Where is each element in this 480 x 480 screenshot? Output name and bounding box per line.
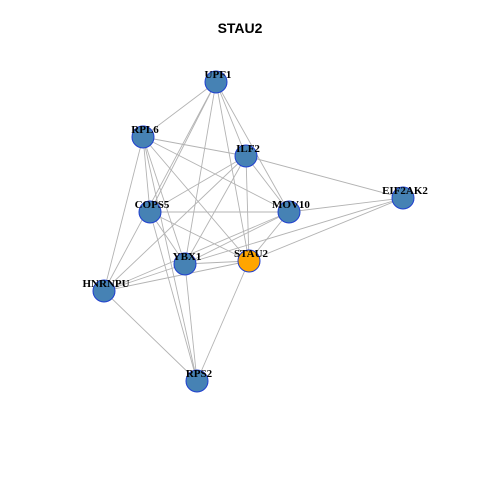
edge-upf1-rpl6	[142, 81, 217, 138]
node-upf1[interactable]	[204, 70, 228, 94]
node-layer	[92, 70, 415, 393]
node-cops5[interactable]	[138, 200, 162, 224]
edge-ybx1-hnrnpu	[103, 263, 186, 292]
edge-hnrnpu-rps2	[103, 290, 198, 382]
edge-ybx1-rps2	[184, 263, 198, 382]
edge-rpl6-mov10	[142, 136, 290, 213]
node-eif2ak2[interactable]	[391, 186, 415, 210]
edge-ilf2-hnrnpu	[103, 155, 247, 292]
edge-upf1-ilf2	[215, 81, 247, 157]
node-label-eif2ak2: EIF2AK2	[382, 185, 428, 197]
node-label-upf1: UPF1	[205, 69, 232, 81]
edge-rpl6-ilf2	[142, 136, 247, 157]
edge-eif2ak2-mov10	[288, 197, 404, 213]
edge-ilf2-mov10	[245, 155, 290, 213]
edge-mov10-ybx1	[184, 211, 290, 265]
edge-rpl6-cops5	[142, 136, 151, 213]
edge-ilf2-stau2	[245, 155, 250, 262]
node-label-ybx1: YBX1	[173, 251, 202, 263]
edge-rpl6-ybx1	[142, 136, 186, 265]
edge-ilf2-ybx1	[184, 155, 247, 265]
node-label-hnrnpu: HNRNPU	[82, 278, 129, 290]
node-label-mov10: MOV10	[272, 199, 310, 211]
node-label-ilf2: ILF2	[236, 143, 260, 155]
edge-stau2-hnrnpu	[103, 260, 250, 292]
edge-ilf2-eif2ak2	[245, 155, 404, 199]
node-rps2[interactable]	[185, 369, 209, 393]
node-ilf2[interactable]	[234, 144, 258, 168]
node-label-cops5: COPS5	[135, 199, 170, 211]
node-hnrnpu[interactable]	[92, 279, 116, 303]
edge-stau2-rps2	[196, 260, 250, 382]
node-stau2[interactable]	[237, 249, 261, 273]
edge-ilf2-cops5	[149, 155, 247, 213]
graph-title: STAU2	[217, 20, 263, 36]
edge-rpl6-hnrnpu	[103, 136, 144, 292]
edge-rpl6-rps2	[142, 136, 198, 382]
node-mov10[interactable]	[277, 200, 301, 224]
edge-upf1-hnrnpu	[103, 81, 217, 292]
edge-cops5-stau2	[149, 211, 250, 262]
node-ybx1[interactable]	[173, 252, 197, 276]
edge-upf1-ybx1	[184, 81, 217, 265]
edge-eif2ak2-stau2	[248, 197, 404, 262]
node-label-rps2: RPS2	[186, 368, 213, 380]
node-label-stau2: STAU2	[234, 248, 269, 260]
edge-mov10-hnrnpu	[103, 211, 290, 292]
edge-cops5-rps2	[149, 211, 198, 382]
edge-eif2ak2-ybx1	[184, 197, 404, 265]
node-rpl6[interactable]	[131, 125, 155, 149]
node-label-rpl6: RPL6	[131, 124, 159, 136]
